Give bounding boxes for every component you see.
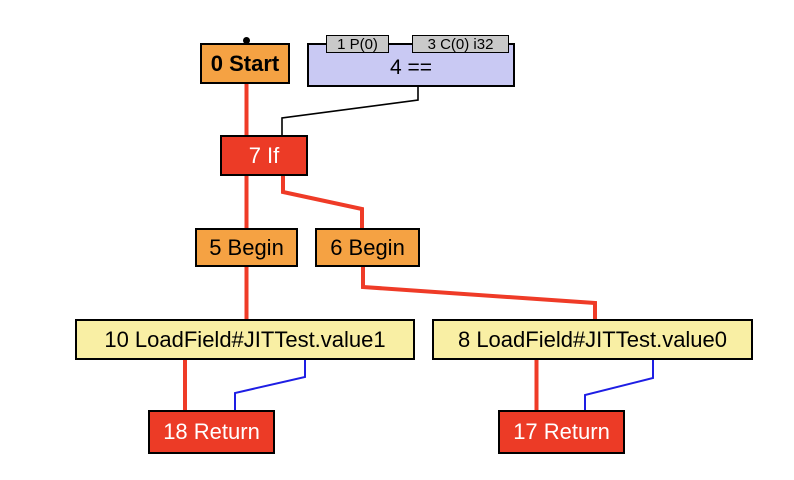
node-eq-port-parm[interactable]: 1 P(0): [326, 35, 389, 53]
edge-begin6-to-load8: [361, 264, 597, 322]
edge-load8-to-ret17-value: [584, 357, 654, 413]
node-eq-port-parm-label: 1 P(0): [337, 35, 378, 53]
node-loadfield8-label: 8 LoadField#JITTest.value0: [457, 326, 728, 352]
edge-load10-to-ret18-value: [234, 357, 306, 413]
node-if[interactable]: 7 If: [220, 135, 308, 176]
node-eq-port-const[interactable]: 3 C(0) i32: [412, 35, 509, 53]
node-begin5[interactable]: 5 Begin: [195, 228, 298, 267]
node-begin5-label: 5 Begin: [209, 234, 284, 260]
node-eq-port-const-label: 3 C(0) i32: [427, 35, 494, 53]
node-loadfield10-label: 10 LoadField#JITTest.value1: [104, 326, 386, 352]
node-return17[interactable]: 17 Return: [498, 410, 625, 454]
node-return17-label: 17 Return: [513, 419, 610, 444]
root-dot-icon: [243, 37, 250, 44]
node-return18-label: 18 Return: [163, 419, 260, 444]
edge-if-to-begin6: [281, 173, 364, 231]
node-begin6[interactable]: 6 Begin: [315, 228, 420, 267]
edge-eq-to-if-condition: [281, 85, 419, 138]
node-eq-label: 4 ==: [389, 56, 433, 79]
node-start-label: 0 Start: [210, 50, 280, 76]
node-return18[interactable]: 18 Return: [148, 410, 275, 454]
node-begin6-label: 6 Begin: [330, 234, 405, 260]
node-loadfield8[interactable]: 8 LoadField#JITTest.value0: [432, 319, 753, 360]
node-if-label: 7 If: [248, 142, 280, 168]
node-loadfield10[interactable]: 10 LoadField#JITTest.value1: [75, 319, 415, 360]
node-start[interactable]: 0 Start: [200, 43, 290, 84]
